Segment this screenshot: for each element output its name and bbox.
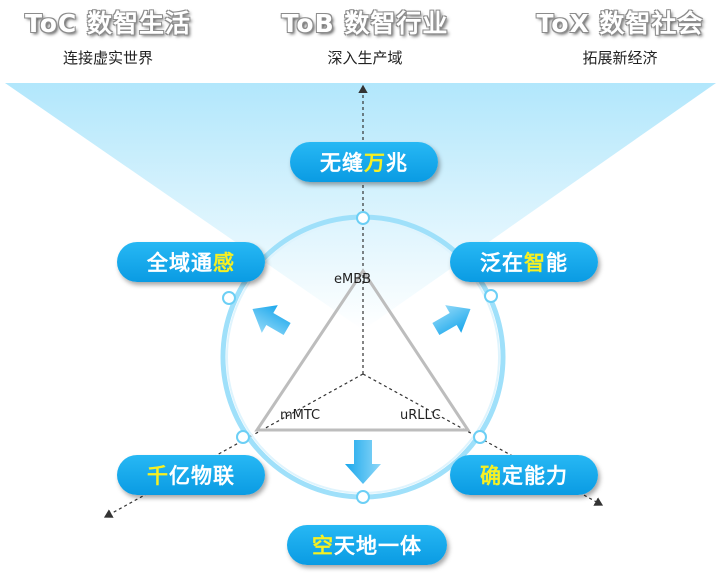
header-toc-title: ToC 数智生活 (25, 9, 191, 38)
ring-dot-top (356, 211, 370, 225)
pill-highlight: 千 (147, 464, 169, 488)
ring-dot-bottom (356, 490, 370, 504)
arrow-upper-left (252, 305, 291, 336)
arrow-down (345, 440, 381, 484)
light-beam (5, 83, 716, 330)
pill-text: 无缝 (320, 151, 364, 175)
pill-highlight: 空 (312, 534, 334, 558)
pill-text: 兆 (386, 151, 408, 175)
pill-text: 亿物联 (169, 464, 235, 488)
ring-dot-lower-right (473, 430, 487, 444)
header-tob-title: ToB 数智行业 (281, 9, 449, 38)
pill-text: 定能力 (502, 464, 568, 488)
header-tox-title: ToX 数智社会 (536, 9, 704, 38)
triangle (254, 268, 471, 432)
arrow-upper-right (432, 305, 471, 336)
pill-highlight: 万 (364, 151, 386, 175)
triangle-label-embb: eMBB (334, 272, 372, 287)
capability-pill-lower-left: 千亿物联 (117, 455, 265, 495)
header-tob-subtitle: 深入生产域 (327, 49, 403, 67)
capability-pill-top: 无缝万兆 (290, 142, 438, 182)
pill-text: 泛在 (480, 251, 524, 275)
pill-highlight: 智 (524, 251, 546, 275)
ring-dot-lower-left (236, 430, 250, 444)
pill-text: 能 (546, 251, 568, 275)
capability-pill-upper-left: 全域通感 (117, 242, 265, 282)
capability-pill-bottom: 空天地一体 (287, 525, 447, 565)
ring-dot-upper-right (484, 289, 498, 303)
ring-dot-upper-left (222, 291, 236, 305)
triangle-label-mmtc: mMTC (280, 408, 321, 423)
pill-highlight: 感 (213, 251, 235, 275)
header-tox-subtitle: 拓展新经济 (582, 49, 658, 67)
triangle-label-urllc: uRLLC (400, 408, 441, 423)
header-toc-subtitle: 连接虚实世界 (62, 49, 153, 67)
pill-text: 天地一体 (334, 534, 422, 558)
pill-text: 全域通 (147, 251, 213, 275)
capability-pill-lower-right: 确定能力 (450, 455, 598, 495)
capability-pill-upper-right: 泛在智能 (450, 242, 598, 282)
axis-left (103, 373, 364, 518)
pill-highlight: 确 (480, 464, 502, 488)
